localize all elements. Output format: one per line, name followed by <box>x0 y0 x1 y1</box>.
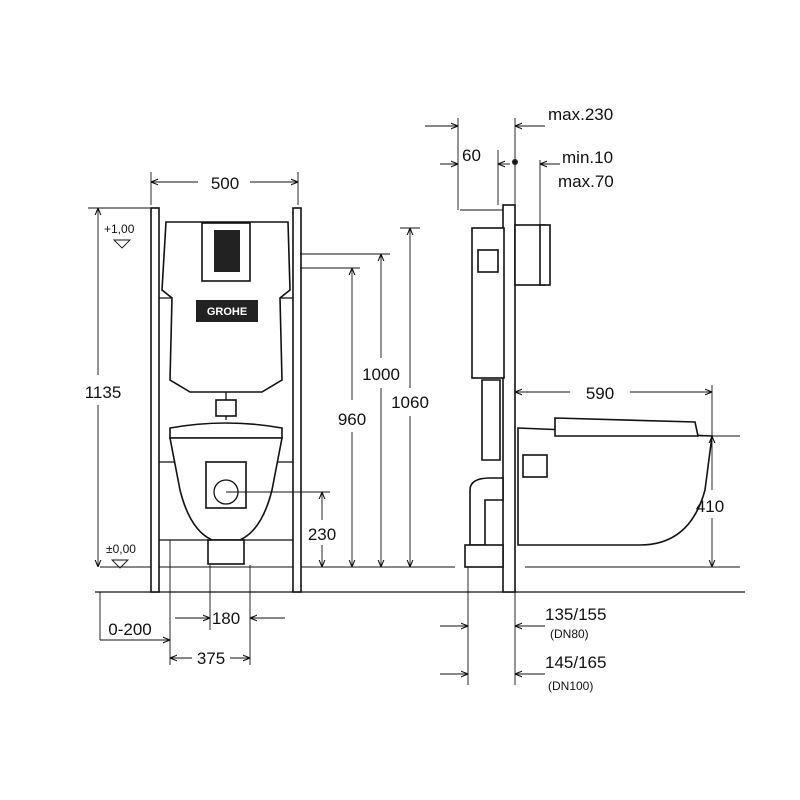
supply-offset-label: 60 <box>462 146 481 165</box>
bracket-spacing-label: 375 <box>197 649 225 668</box>
dn100-dim-label: 145/165 <box>545 653 606 672</box>
side-dimensions-bowl: 590 410 <box>515 384 740 567</box>
dim-height-1135: 1135 +1,00 ±0,00 <box>85 207 150 569</box>
front-wc-bowl <box>169 422 283 565</box>
plate-min-label: min.10 <box>562 148 613 167</box>
dim-width-500: 500 <box>150 172 299 205</box>
height-total-label: 1135 <box>85 383 122 402</box>
bowl-length-label: 590 <box>586 384 614 403</box>
plate-max-label: max.70 <box>558 172 614 191</box>
width-label: 500 <box>211 174 239 193</box>
level-floor-label: ±0,00 <box>106 542 136 556</box>
side-wc-bowl <box>517 417 713 546</box>
dn80-label: (DN80) <box>550 627 589 641</box>
bolt-spacing-label: 180 <box>212 609 240 628</box>
level-top-label: +1,00 <box>104 222 135 236</box>
outlet-height-label: 230 <box>308 525 336 544</box>
dim-heights-right: 960 1000 1060 230 <box>226 227 429 567</box>
height-960-label: 960 <box>338 410 366 429</box>
bowl-height-label: 410 <box>696 497 724 516</box>
dn80-dim-label: 135/155 <box>545 605 606 624</box>
dn100-label: (DN100) <box>548 679 593 693</box>
side-dimensions-bottom: 135/155 (DN80) 145/165 (DN100) <box>440 567 606 693</box>
front-view-frame <box>146 207 302 593</box>
brand-logo-text: GROHE <box>207 306 247 318</box>
side-view-frame <box>460 159 551 593</box>
offset-label: 0-200 <box>108 620 151 639</box>
dim-bottom-front: 0-200 180 375 <box>99 540 285 668</box>
side-dimensions-top: max.230 60 min.10 max.70 <box>425 105 614 225</box>
grohe-logo <box>196 300 258 322</box>
height-1060-label: 1060 <box>391 393 429 412</box>
max-depth-label: max.230 <box>548 105 613 124</box>
floor-lines <box>95 566 745 593</box>
cistern: GROHE <box>161 221 291 420</box>
flush-height-label: 1000 <box>362 365 400 384</box>
